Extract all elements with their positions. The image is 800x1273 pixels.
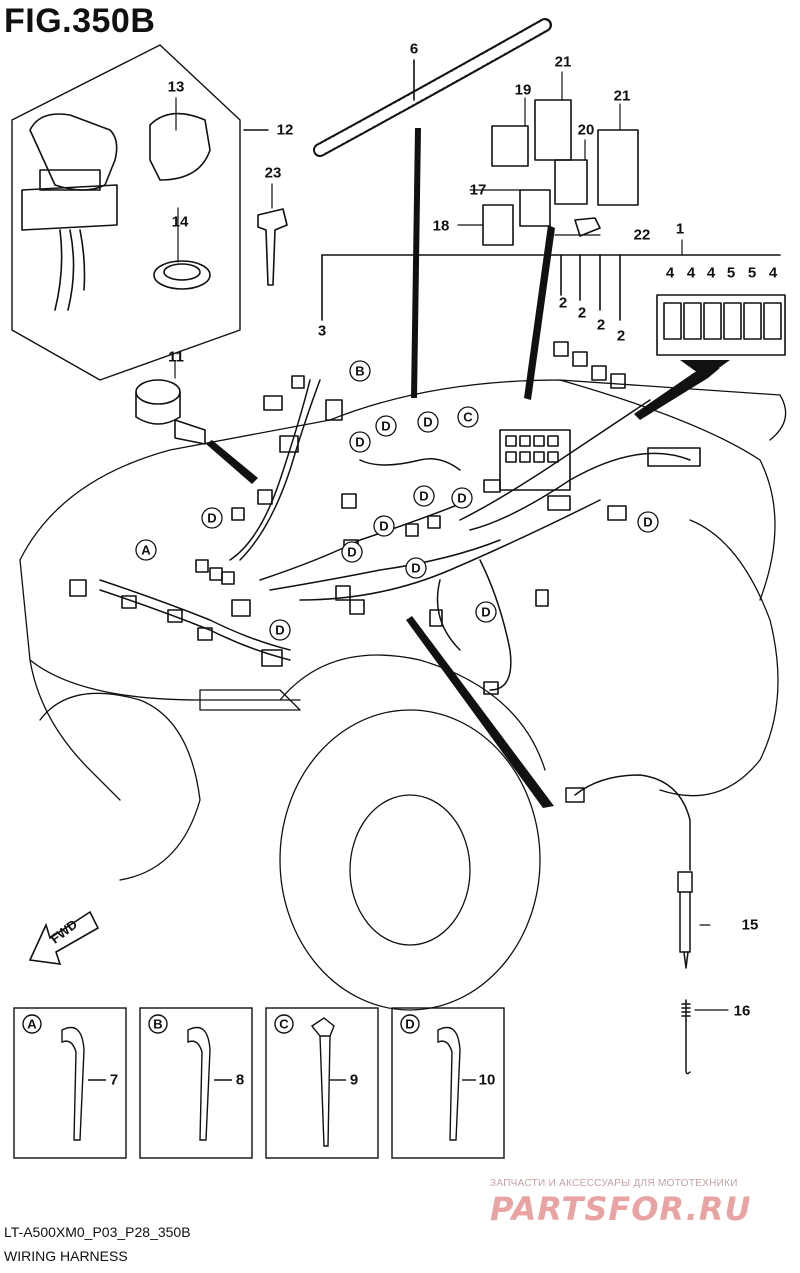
callout-6: 6 (409, 40, 419, 58)
ref-b: B (355, 363, 365, 379)
ref-d-7: D (379, 518, 389, 534)
callout-4d: 4 (768, 264, 778, 282)
ref-d-8: D (347, 544, 357, 560)
callout-2b: 2 (577, 304, 587, 322)
ref-d-3: D (381, 418, 391, 434)
callout-11: 11 (168, 348, 184, 366)
callout-14: 14 (171, 213, 189, 231)
callout-13: 13 (167, 78, 185, 96)
callout-18: 18 (432, 217, 450, 235)
callout-19: 19 (514, 81, 532, 99)
callout-4a: 4 (665, 264, 675, 282)
callout-5a: 5 (726, 264, 736, 282)
leader-lines (174, 71, 729, 1011)
ref-d-9: D (411, 560, 421, 576)
watermark-brand: PARTSFOR.RU (490, 1190, 752, 1228)
callout-12: 12 (276, 121, 294, 139)
callout-8: 8 (235, 1071, 245, 1089)
callout-9: 9 (349, 1071, 359, 1089)
ref-d-11: D (481, 604, 491, 620)
ref-d-4: D (423, 414, 433, 430)
detail-a-label: A (27, 1016, 37, 1032)
ref-d-10: D (275, 622, 285, 638)
ref-markers (135, 360, 659, 641)
callout-16: 16 (733, 1002, 751, 1020)
harness-connectors (69, 375, 701, 695)
callout-15: 15 (741, 916, 759, 934)
detail-boxes (13, 1007, 505, 1159)
callout-4b: 4 (686, 264, 696, 282)
detail-c-label: C (279, 1016, 289, 1032)
figure-title: FIG.350B (4, 2, 156, 40)
callout-22: 22 (633, 226, 651, 244)
callout-5b: 5 (747, 264, 757, 282)
main-harness (99, 379, 693, 1075)
callout-2c: 2 (596, 316, 606, 334)
callout-20: 20 (577, 121, 595, 139)
callout-2d: 2 (616, 327, 626, 345)
ref-d-12: D (643, 514, 653, 530)
callout-7: 7 (109, 1071, 119, 1089)
detail-b-label: B (153, 1016, 163, 1032)
relay-cluster (482, 99, 639, 246)
ref-d-5: D (419, 488, 429, 504)
ref-d-1: D (207, 510, 217, 526)
callout-23: 23 (264, 164, 282, 182)
atv-body (19, 379, 787, 1011)
callout-17: 17 (469, 181, 487, 199)
fwd-arrow (28, 910, 100, 965)
callout-21a: 21 (554, 53, 572, 71)
diagram-code: LT-A500XM0_P03_P28_350B (4, 1224, 191, 1240)
callout-2a: 2 (558, 294, 568, 312)
fuse-box (321, 254, 786, 356)
ref-c: C (463, 409, 473, 425)
callout-1: 1 (675, 220, 685, 238)
ref-d-2: D (355, 434, 365, 450)
accessory-socket (135, 379, 206, 445)
pointer-arrows (206, 128, 730, 808)
corrugated-tube (313, 18, 552, 157)
detail-d-label: D (405, 1016, 415, 1032)
callout-10: 10 (478, 1071, 496, 1089)
ref-marker-a (135, 360, 659, 641)
diagram-name: WIRING HARNESS (4, 1248, 128, 1264)
ref-d-6: D (457, 490, 467, 506)
callout-3: 3 (317, 322, 327, 340)
watermark-caption: ЗАПЧАСТИ И АКСЕССУАРЫ ДЛЯ МОТОТЕХНИКИ (490, 1178, 738, 1189)
ignition-switch-group (11, 44, 288, 381)
callout-4c: 4 (706, 264, 716, 282)
ref-a: A (141, 542, 151, 558)
callout-21b: 21 (613, 87, 631, 105)
